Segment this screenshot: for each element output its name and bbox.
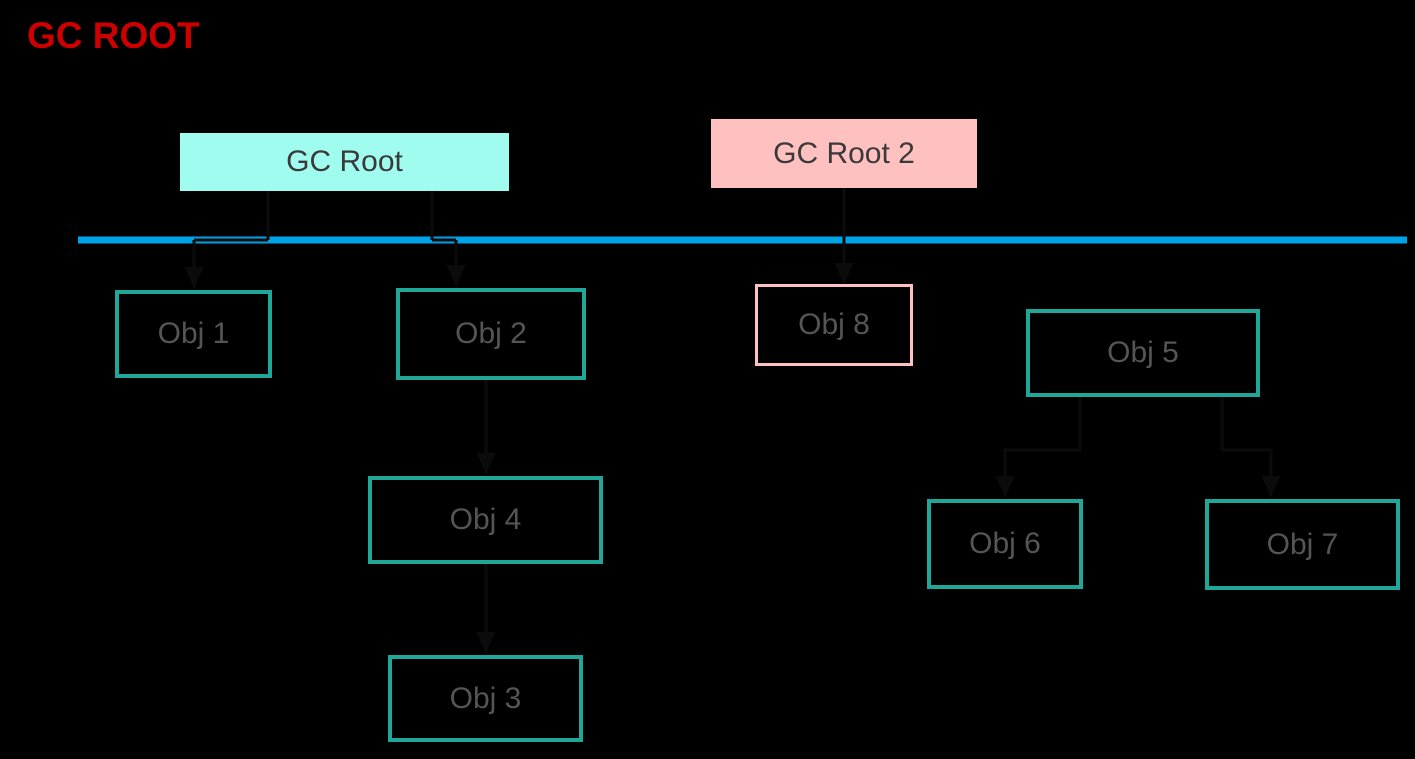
node-obj-1[interactable]: Obj 1 [115, 290, 272, 378]
node-label-gc-root: GC Root [286, 145, 403, 178]
obj-5-to-obj-7 [1220, 397, 1281, 497]
connector-group [184, 188, 1281, 653]
node-label-obj-4: Obj 4 [449, 503, 522, 536]
node-gc-root-2[interactable]: GC Root 2 [711, 119, 977, 188]
node-gc-root[interactable]: GC Root [180, 133, 509, 191]
node-obj-7[interactable]: Obj 7 [1205, 499, 1400, 590]
node-label-obj-1: Obj 1 [157, 317, 230, 350]
gc-root-to-obj-2 [430, 191, 466, 286]
node-label-obj-5: Obj 5 [1107, 336, 1179, 369]
node-obj-6[interactable]: Obj 6 [927, 499, 1083, 589]
node-obj-4[interactable]: Obj 4 [368, 476, 603, 564]
gc-root-to-obj-1 [184, 191, 270, 288]
node-obj-8[interactable]: Obj 8 [755, 284, 913, 366]
node-label-obj-3: Obj 3 [449, 681, 522, 715]
node-label-obj-8: Obj 8 [798, 308, 870, 341]
page-title: GC ROOT [27, 15, 200, 56]
node-label-obj-7: Obj 7 [1266, 527, 1339, 561]
node-label-obj-6: Obj 6 [969, 527, 1041, 560]
separator-group [78, 235, 1407, 245]
obj-5-to-obj-6 [995, 397, 1082, 497]
node-obj-5[interactable]: Obj 5 [1026, 309, 1260, 397]
node-label-obj-2: Obj 2 [455, 317, 527, 350]
node-label-gc-root-2: GC Root 2 [773, 136, 915, 170]
node-obj-2[interactable]: Obj 2 [396, 288, 586, 380]
node-obj-3[interactable]: Obj 3 [388, 655, 583, 742]
